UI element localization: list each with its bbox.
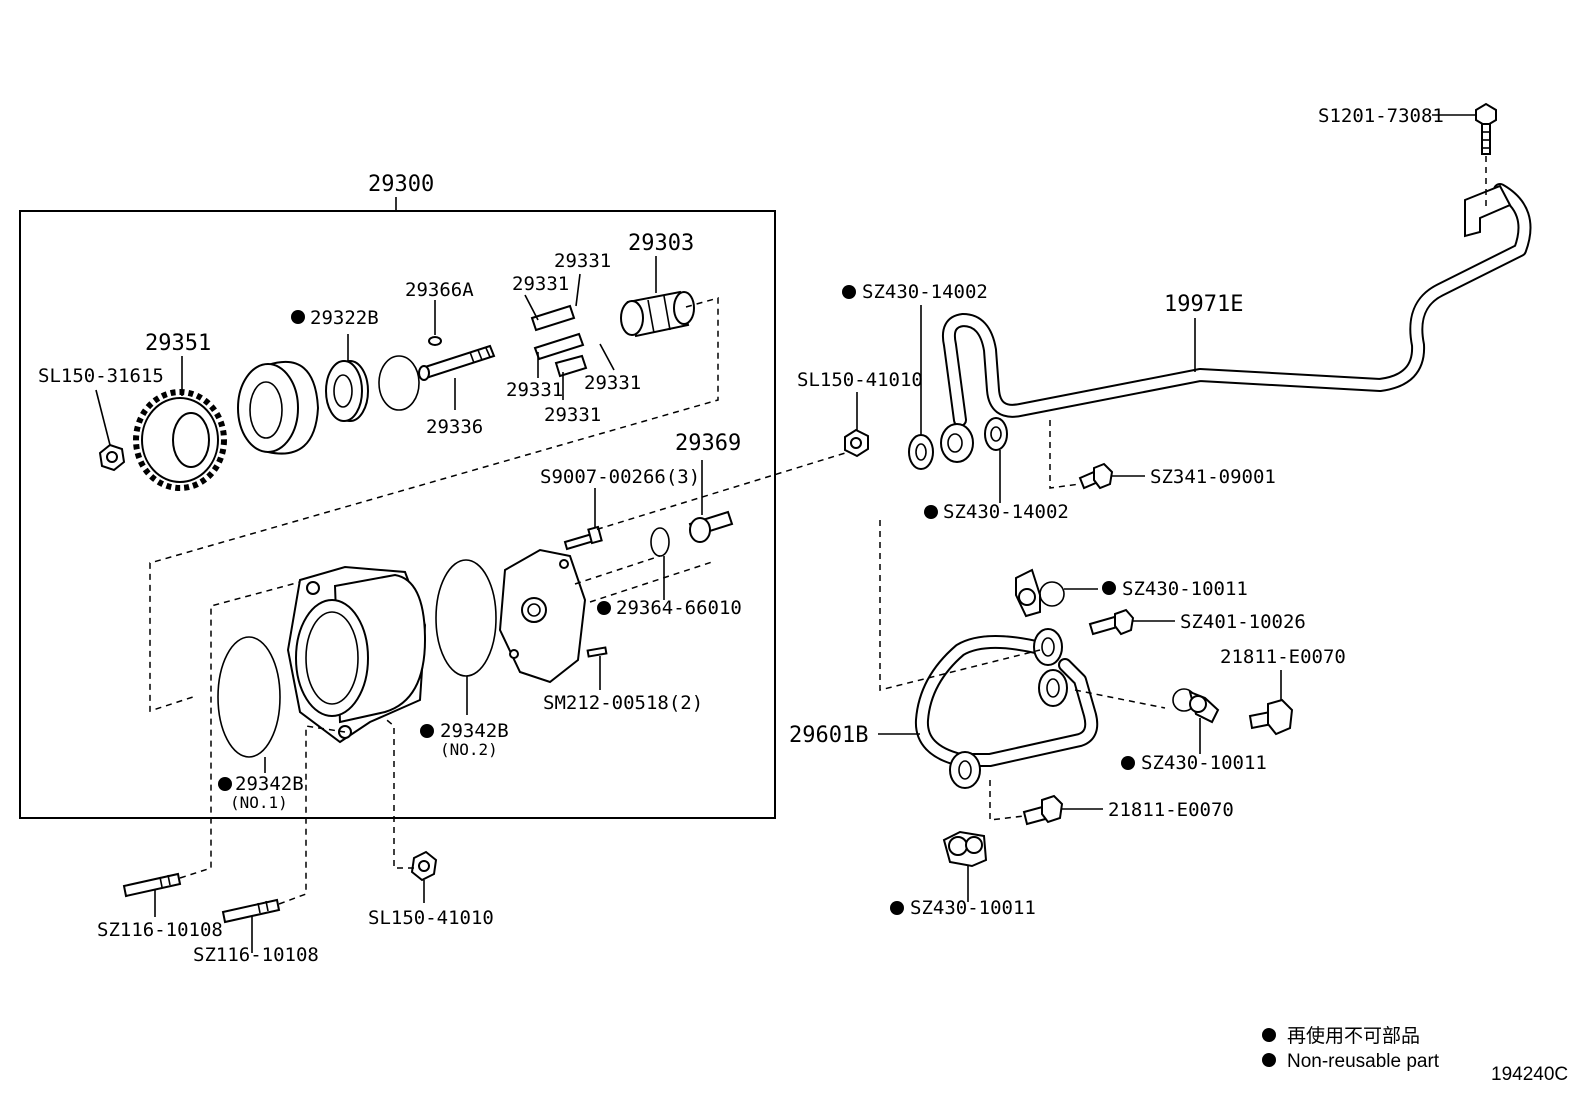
non-reusable-dot (1121, 756, 1135, 770)
label-sz116-10108-a: SZ116-10108 (97, 919, 223, 941)
label-29364-66010: 29364-66010 (616, 597, 742, 619)
label-s9007-00266: S9007-00266(3) (540, 466, 700, 488)
pump-housing-icon (286, 565, 427, 744)
nut-sl150-31615-icon (98, 443, 126, 472)
bolt-sz401-icon (1088, 608, 1135, 636)
diagram-code: 194240C (1491, 1064, 1568, 1085)
label-29303: 29303 (628, 231, 694, 256)
label-sz116-10108-b: SZ116-10108 (193, 944, 319, 966)
label-21811-e0070-b: 21811-E0070 (1108, 799, 1234, 821)
label-s1201-73081: S1201-73081 (1318, 105, 1444, 127)
label-sz430-10011-a: SZ430-10011 (1122, 578, 1248, 600)
non-reusable-dot (291, 310, 305, 324)
sensor-29369-icon (688, 510, 734, 543)
gasket-sz430-10011-c-icon (942, 830, 988, 868)
gasket-sz430-10011-b-icon (1172, 688, 1220, 724)
assembly-number-label: 29300 (368, 172, 434, 197)
label-sz430-14002-top: SZ430-14002 (862, 281, 988, 303)
label-29351: 29351 (145, 331, 211, 356)
label-sl150-41010-bottom: SL150-41010 (368, 907, 494, 929)
gasket-29364-icon (650, 527, 670, 557)
non-reusable-dot (420, 724, 434, 738)
bolt-21811-b-icon (1022, 794, 1064, 826)
non-reusable-dot (218, 777, 232, 791)
label-29331-b: 29331 (554, 250, 611, 272)
label-sz401-10026: SZ401-10026 (1180, 611, 1306, 633)
bolt-s9007-icon (563, 525, 603, 551)
label-29331-c: 29331 (506, 379, 563, 401)
bearing-29322b-icon (325, 360, 369, 422)
pin-sm212-icon (586, 646, 608, 658)
label-sl150-31615: SL150-31615 (38, 365, 164, 387)
key-29366a-icon (428, 336, 442, 346)
label-sl150-41010-top: SL150-41010 (797, 369, 923, 391)
rotor-29303-icon (620, 290, 695, 338)
label-21811-e0070-a: 21811-E0070 (1220, 646, 1346, 668)
label-29601b: 29601B (789, 723, 868, 748)
vane-29331-icon (530, 304, 588, 378)
cover-plate-icon (498, 548, 587, 684)
label-29331-a: 29331 (512, 273, 569, 295)
non-reusable-dot (597, 601, 611, 615)
nut-sl150-41010-top-icon (844, 428, 869, 458)
bolt-21811-a-icon (1248, 698, 1294, 736)
non-reusable-dot (924, 505, 938, 519)
label-29331-d: 29331 (584, 372, 641, 394)
o-ring-29342b-no2-icon (435, 559, 497, 677)
label-29342b-no2-note: (NO.2) (440, 740, 498, 759)
legend-dot-en (1262, 1053, 1276, 1067)
stud-sz116-b-icon (221, 898, 281, 924)
gear-29351-icon (133, 389, 227, 491)
stud-sz116-a-icon (122, 872, 182, 898)
label-29322b: 29322B (310, 307, 379, 329)
nut-sl150-41010-bottom-icon (410, 850, 438, 882)
label-29369: 29369 (675, 431, 741, 456)
washer-sz430-14002-b-icon (984, 417, 1008, 451)
legend-dot-jp (1262, 1028, 1276, 1042)
label-sz341-09001: SZ341-09001 (1150, 466, 1276, 488)
bolt-s1201-icon (1475, 102, 1497, 155)
label-29342b-no1-note: (NO.1) (230, 793, 288, 812)
bolt-sz341-icon (1078, 462, 1114, 490)
gasket-sz430-10011-a-icon (1015, 568, 1065, 618)
washer-sz430-14002-a-icon (908, 434, 934, 470)
label-29331-e: 29331 (544, 404, 601, 426)
assembly-frame (19, 210, 776, 819)
pipe-19971e-icon (940, 183, 1532, 463)
pipe-29601b-icon (914, 628, 1099, 789)
label-sz430-14002-bottom: SZ430-14002 (943, 501, 1069, 523)
non-reusable-dot (890, 901, 904, 915)
label-29342b-no2: 29342B (440, 720, 509, 742)
housing-cup-icon (237, 360, 320, 455)
label-29342b-no1: 29342B (235, 773, 304, 795)
non-reusable-dot (842, 285, 856, 299)
legend-japanese: 再使用不可部品 (1287, 1025, 1420, 1047)
label-29366a: 29366A (405, 279, 474, 301)
label-sz430-10011-c: SZ430-10011 (910, 897, 1036, 919)
non-reusable-dot (1102, 581, 1116, 595)
label-29336: 29336 (426, 416, 483, 438)
label-sz430-10011-b: SZ430-10011 (1141, 752, 1267, 774)
label-19971e: 19971E (1164, 292, 1243, 317)
label-sm212-00518: SM212-00518(2) (543, 692, 703, 714)
o-ring-29342b-no1-icon (217, 636, 281, 758)
legend-english: Non-reusable part (1287, 1051, 1440, 1072)
shaft-29336-icon (418, 344, 496, 381)
snap-ring-icon (378, 355, 420, 411)
